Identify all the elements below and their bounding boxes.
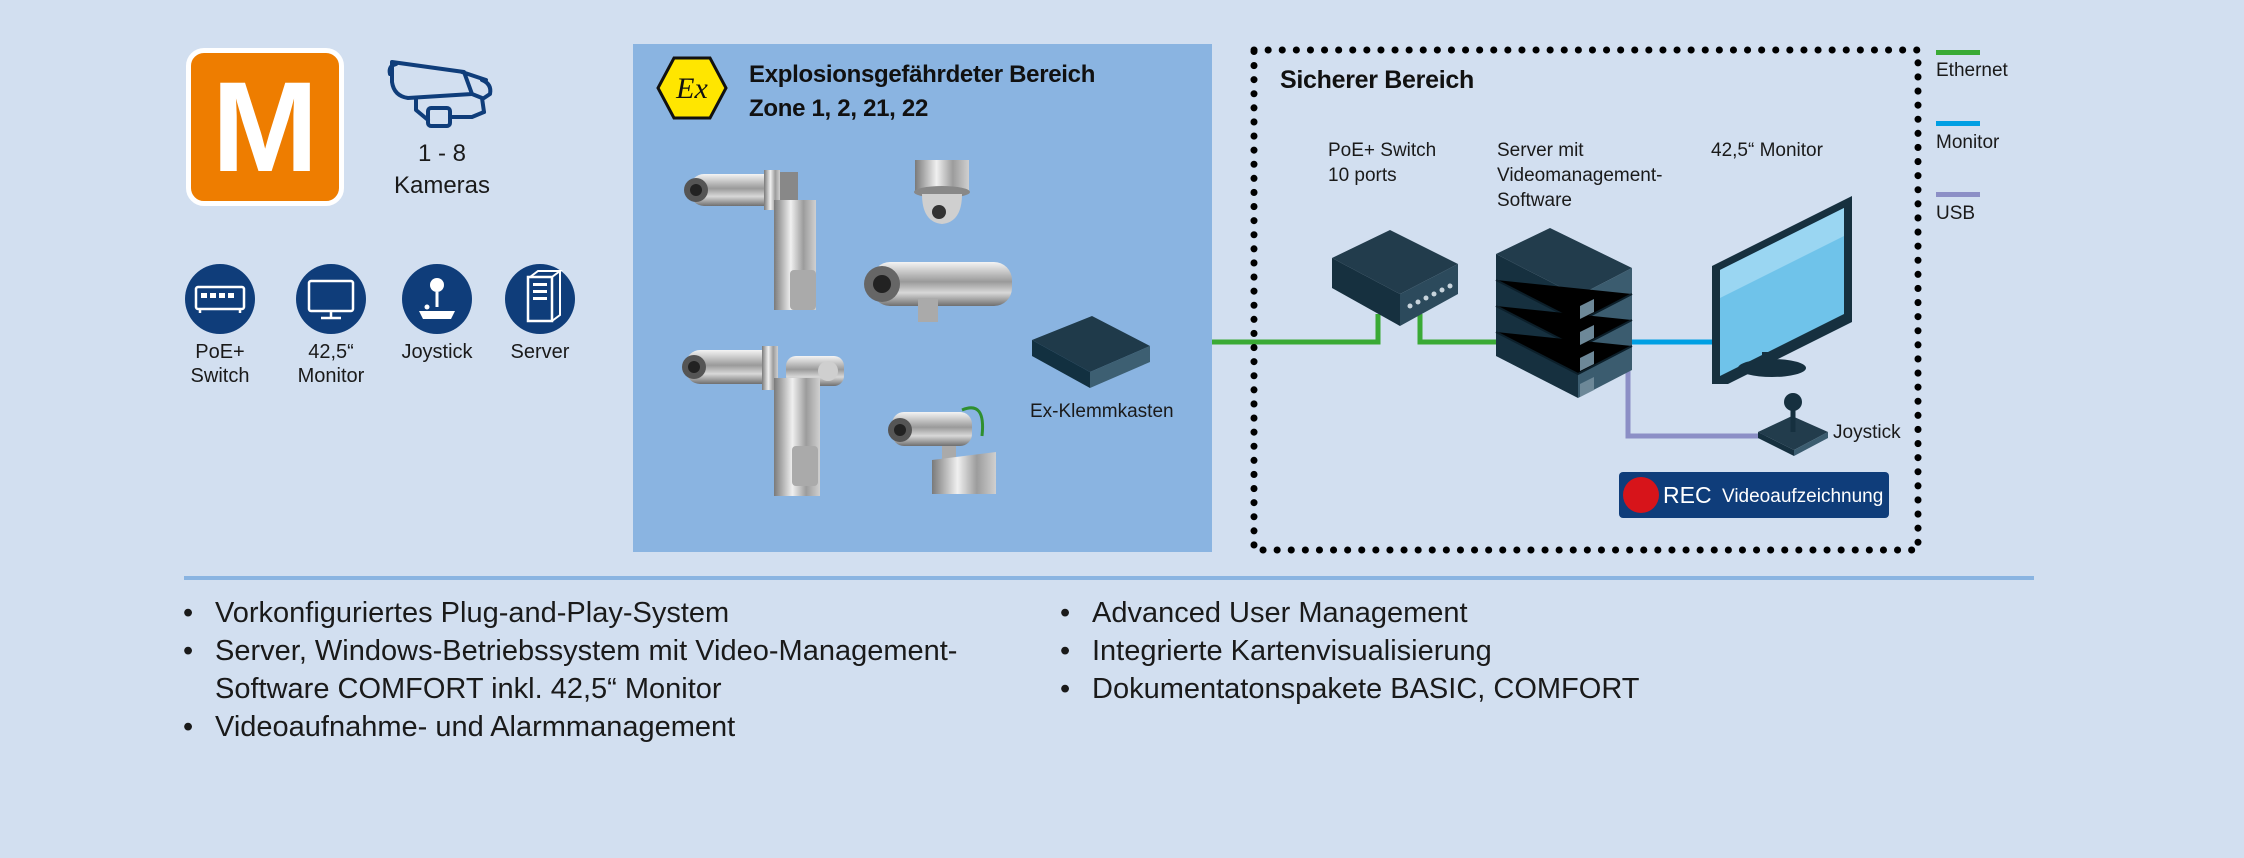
joystick-legend-label: Joystick — [401, 341, 473, 363]
monitor-legend-label-line2: Monitor — [297, 365, 365, 387]
hazard-zone-title-line1: Explosionsgefährdeter Bereich — [749, 61, 1096, 88]
camera-count: 1 - 8 — [417, 140, 467, 167]
safe-area-title: Sicherer Bereich — [1280, 66, 1474, 94]
bracket-camera — [888, 406, 996, 494]
hazard-zone-title-line2: Zone 1, 2, 21, 22 — [749, 95, 928, 122]
recording-sublabel: Videoaufzeichnung — [1722, 486, 1884, 507]
monitor-legend-label-line1: 42,5“ — [308, 341, 354, 363]
ethernet-legend-label: Ethernet — [1936, 60, 2008, 81]
package-badge — [186, 48, 344, 206]
joystick-device-icon — [1758, 393, 1828, 456]
usb-legend-swatch — [1936, 192, 1980, 197]
server-legend-label: Server — [510, 341, 570, 363]
switch-legend-label: PoE+ Switch — [175, 340, 265, 388]
ex-warning-icon: Ex — [656, 56, 728, 120]
feature-list-right: Advanced User Management Integrierte Kar… — [1060, 594, 1639, 708]
joystick-icon — [402, 264, 472, 334]
switch-device-label-line1: PoE+ Switch — [1328, 140, 1437, 161]
ex-symbol-text: Ex — [675, 72, 708, 105]
safe-area-border — [1250, 46, 1922, 554]
cctv-camera-icon — [387, 60, 493, 128]
server-device-label-line2: Videomanagement- — [1497, 165, 1663, 186]
feature-item-line2: Software COMFORT inkl. 42,5“ Monitor — [215, 673, 722, 705]
monitor-icon — [296, 264, 366, 334]
usb-legend-label: USB — [1936, 203, 1976, 224]
feature-item: Videoaufnahme- und Alarmmanagement — [183, 708, 957, 746]
monitor-legend-label: 42,5“ Monitor — [286, 340, 376, 388]
feature-item-line1: Server, Windows-Betriebssystem mit Video… — [215, 635, 958, 667]
server-device-label-line1: Server mit — [1497, 140, 1584, 161]
housing-camera — [864, 262, 1012, 322]
feature-item: Dokumentatonspakete BASIC, COMFORT — [1060, 670, 1639, 708]
switch-device-label-line2: 10 ports — [1328, 165, 1397, 186]
monitor-device-icon — [1712, 196, 1852, 384]
joystick-device-label: Joystick — [1833, 422, 1901, 443]
section-divider — [184, 576, 2034, 580]
recording-label: REC — [1663, 482, 1712, 508]
switch-device-label: PoE+ Switch 10 ports — [1328, 138, 1436, 188]
feature-item: Vorkonfiguriertes Plug-and-Play-System — [183, 594, 957, 632]
usb-line — [1625, 370, 1766, 439]
ptz-camera-2 — [682, 346, 844, 496]
terminal-box-label: Ex-Klemmkasten — [1030, 401, 1174, 422]
server-device-label: Server mit Videomanagement- Software — [1497, 138, 1662, 213]
server-rack-icon — [1495, 228, 1633, 398]
feature-item: Integrierte Kartenvisualisierung — [1060, 632, 1639, 670]
package-letter: M — [211, 55, 319, 199]
hazard-zone-title: Explosionsgefährdeter Bereich Zone 1, 2,… — [749, 58, 1095, 126]
ethernet-line-switch-to-server — [1417, 314, 1496, 345]
ex-cameras-illustration — [682, 160, 1012, 496]
poe-switch-icon — [1332, 230, 1458, 326]
switch-legend-label-line2: Switch — [190, 365, 250, 387]
server-device-label-line3: Software — [1497, 190, 1572, 211]
monitor-device-label: 42,5“ Monitor — [1711, 140, 1823, 161]
switch-icon — [185, 264, 255, 334]
switch-legend-label-line1: PoE+ — [195, 341, 245, 363]
monitor-legend-swatch — [1936, 121, 1980, 126]
ethernet-line-ex-to-switch — [1212, 314, 1381, 345]
feature-list-left: Vorkonfiguriertes Plug-and-Play-System S… — [183, 594, 957, 746]
recording-badge — [1619, 472, 1889, 518]
ptz-camera-1 — [684, 170, 816, 310]
record-dot-icon — [1623, 477, 1659, 513]
dome-camera — [914, 160, 970, 224]
ethernet-legend-swatch — [1936, 50, 1980, 55]
monitor-line-legend-label: Monitor — [1936, 132, 2000, 153]
server-icon — [505, 264, 575, 334]
ex-terminal-box-icon — [1032, 316, 1150, 388]
camera-label: Kameras — [393, 172, 491, 199]
feature-item: Server, Windows-Betriebssystem mit Video… — [183, 632, 957, 708]
feature-item: Advanced User Management — [1060, 594, 1639, 632]
